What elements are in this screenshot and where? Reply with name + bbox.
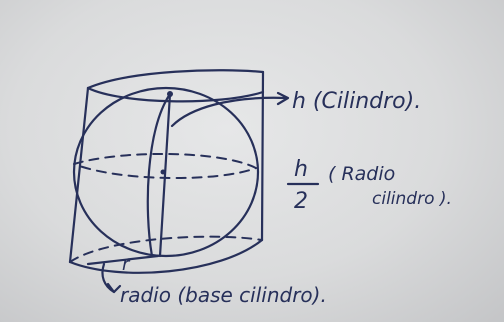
base-radius-label: radio (base cilindro). [120,283,327,307]
height-pointer-arrow [170,91,290,128]
cylinder-bottom-front-arc [68,238,264,274]
cylinder-bottom-back-arc [69,235,263,263]
center-point-dot [160,169,166,175]
sphere-equator [73,153,259,179]
sphere-radius-label-line1: ( Radio [328,163,395,185]
sphere-meridian [146,92,172,258]
cylinder-right-wall [260,70,265,242]
height-axis-line [158,92,172,258]
base-radius-letter: r [122,254,131,275]
base-radius-pointer-arrow [101,262,122,294]
cylinder-top-front-arc [86,86,265,103]
cylinder-left-wall [68,86,90,264]
base-radius-line [86,254,160,266]
fraction-numerator: h [294,157,308,182]
fraction-denominator: 2 [294,189,308,214]
cylinder-height-label: h (Cilindro). [292,89,421,114]
sphere-outline [72,86,260,258]
sphere-radius-label-line2: cilindro ). [372,189,452,209]
top-point-dot [167,91,173,97]
cylinder-top-back-arc [86,69,265,90]
